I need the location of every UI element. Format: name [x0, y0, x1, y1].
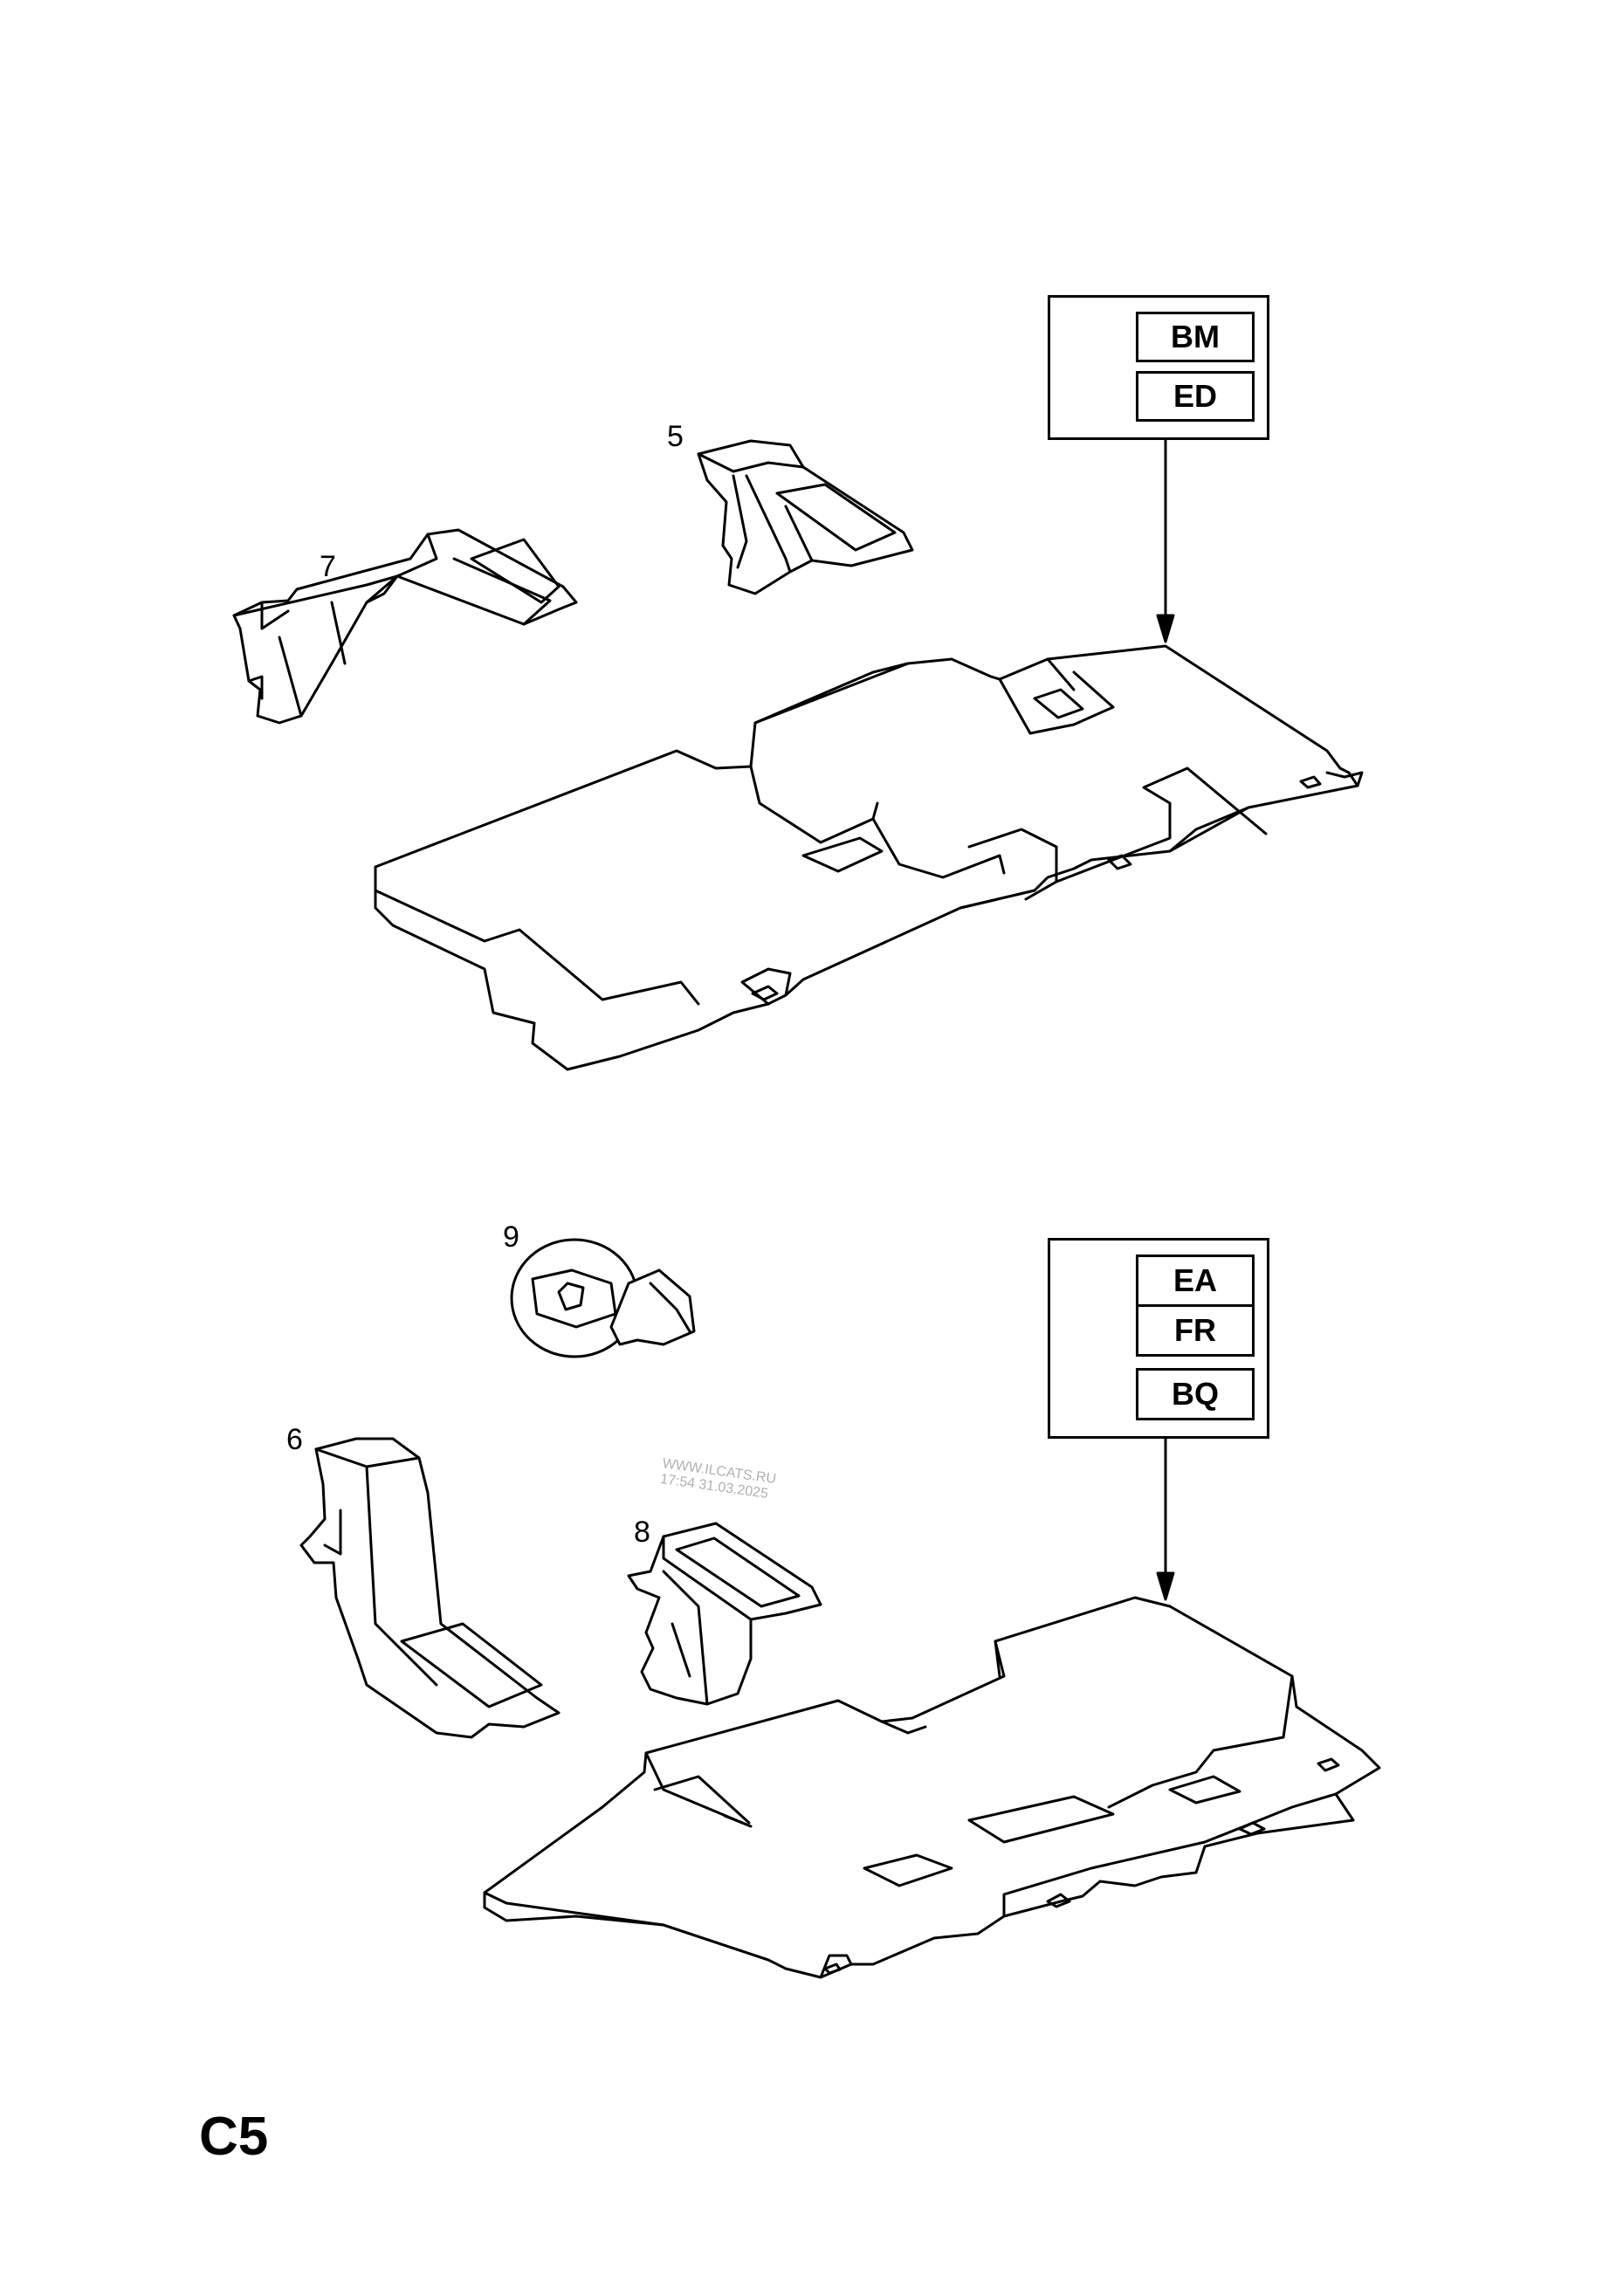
part-6-duct: [299, 1437, 560, 1739]
code-ea[interactable]: EA: [1136, 1255, 1255, 1307]
callout-9: 9: [503, 1220, 519, 1254]
part-5-duct-bracket: [697, 439, 914, 595]
code-fr[interactable]: FR: [1136, 1304, 1255, 1357]
callout-8: 8: [634, 1516, 650, 1549]
callout-5: 5: [667, 420, 684, 453]
part-7-duct-bracket: [232, 528, 578, 725]
page-label: C5: [199, 2107, 269, 2167]
code-box-upper: BM ED: [1048, 295, 1269, 440]
callout-7: 7: [320, 550, 336, 583]
code-box-lower: EA FR BQ: [1048, 1238, 1269, 1439]
code-bq[interactable]: BQ: [1136, 1368, 1255, 1420]
code-ed[interactable]: ED: [1136, 371, 1255, 422]
part-9-clip: [510, 1238, 696, 1358]
arrowhead-lower: [1156, 1571, 1175, 1601]
code-bm[interactable]: BM: [1136, 312, 1255, 362]
upper-floor-panel: [374, 644, 1364, 1071]
part-8-duct-bracket: [627, 1522, 822, 1706]
leader-arrows: [1156, 435, 1175, 1601]
lower-floor-panel: [483, 1596, 1381, 1979]
callout-6: 6: [286, 1423, 303, 1456]
arrowhead-upper: [1156, 614, 1175, 643]
